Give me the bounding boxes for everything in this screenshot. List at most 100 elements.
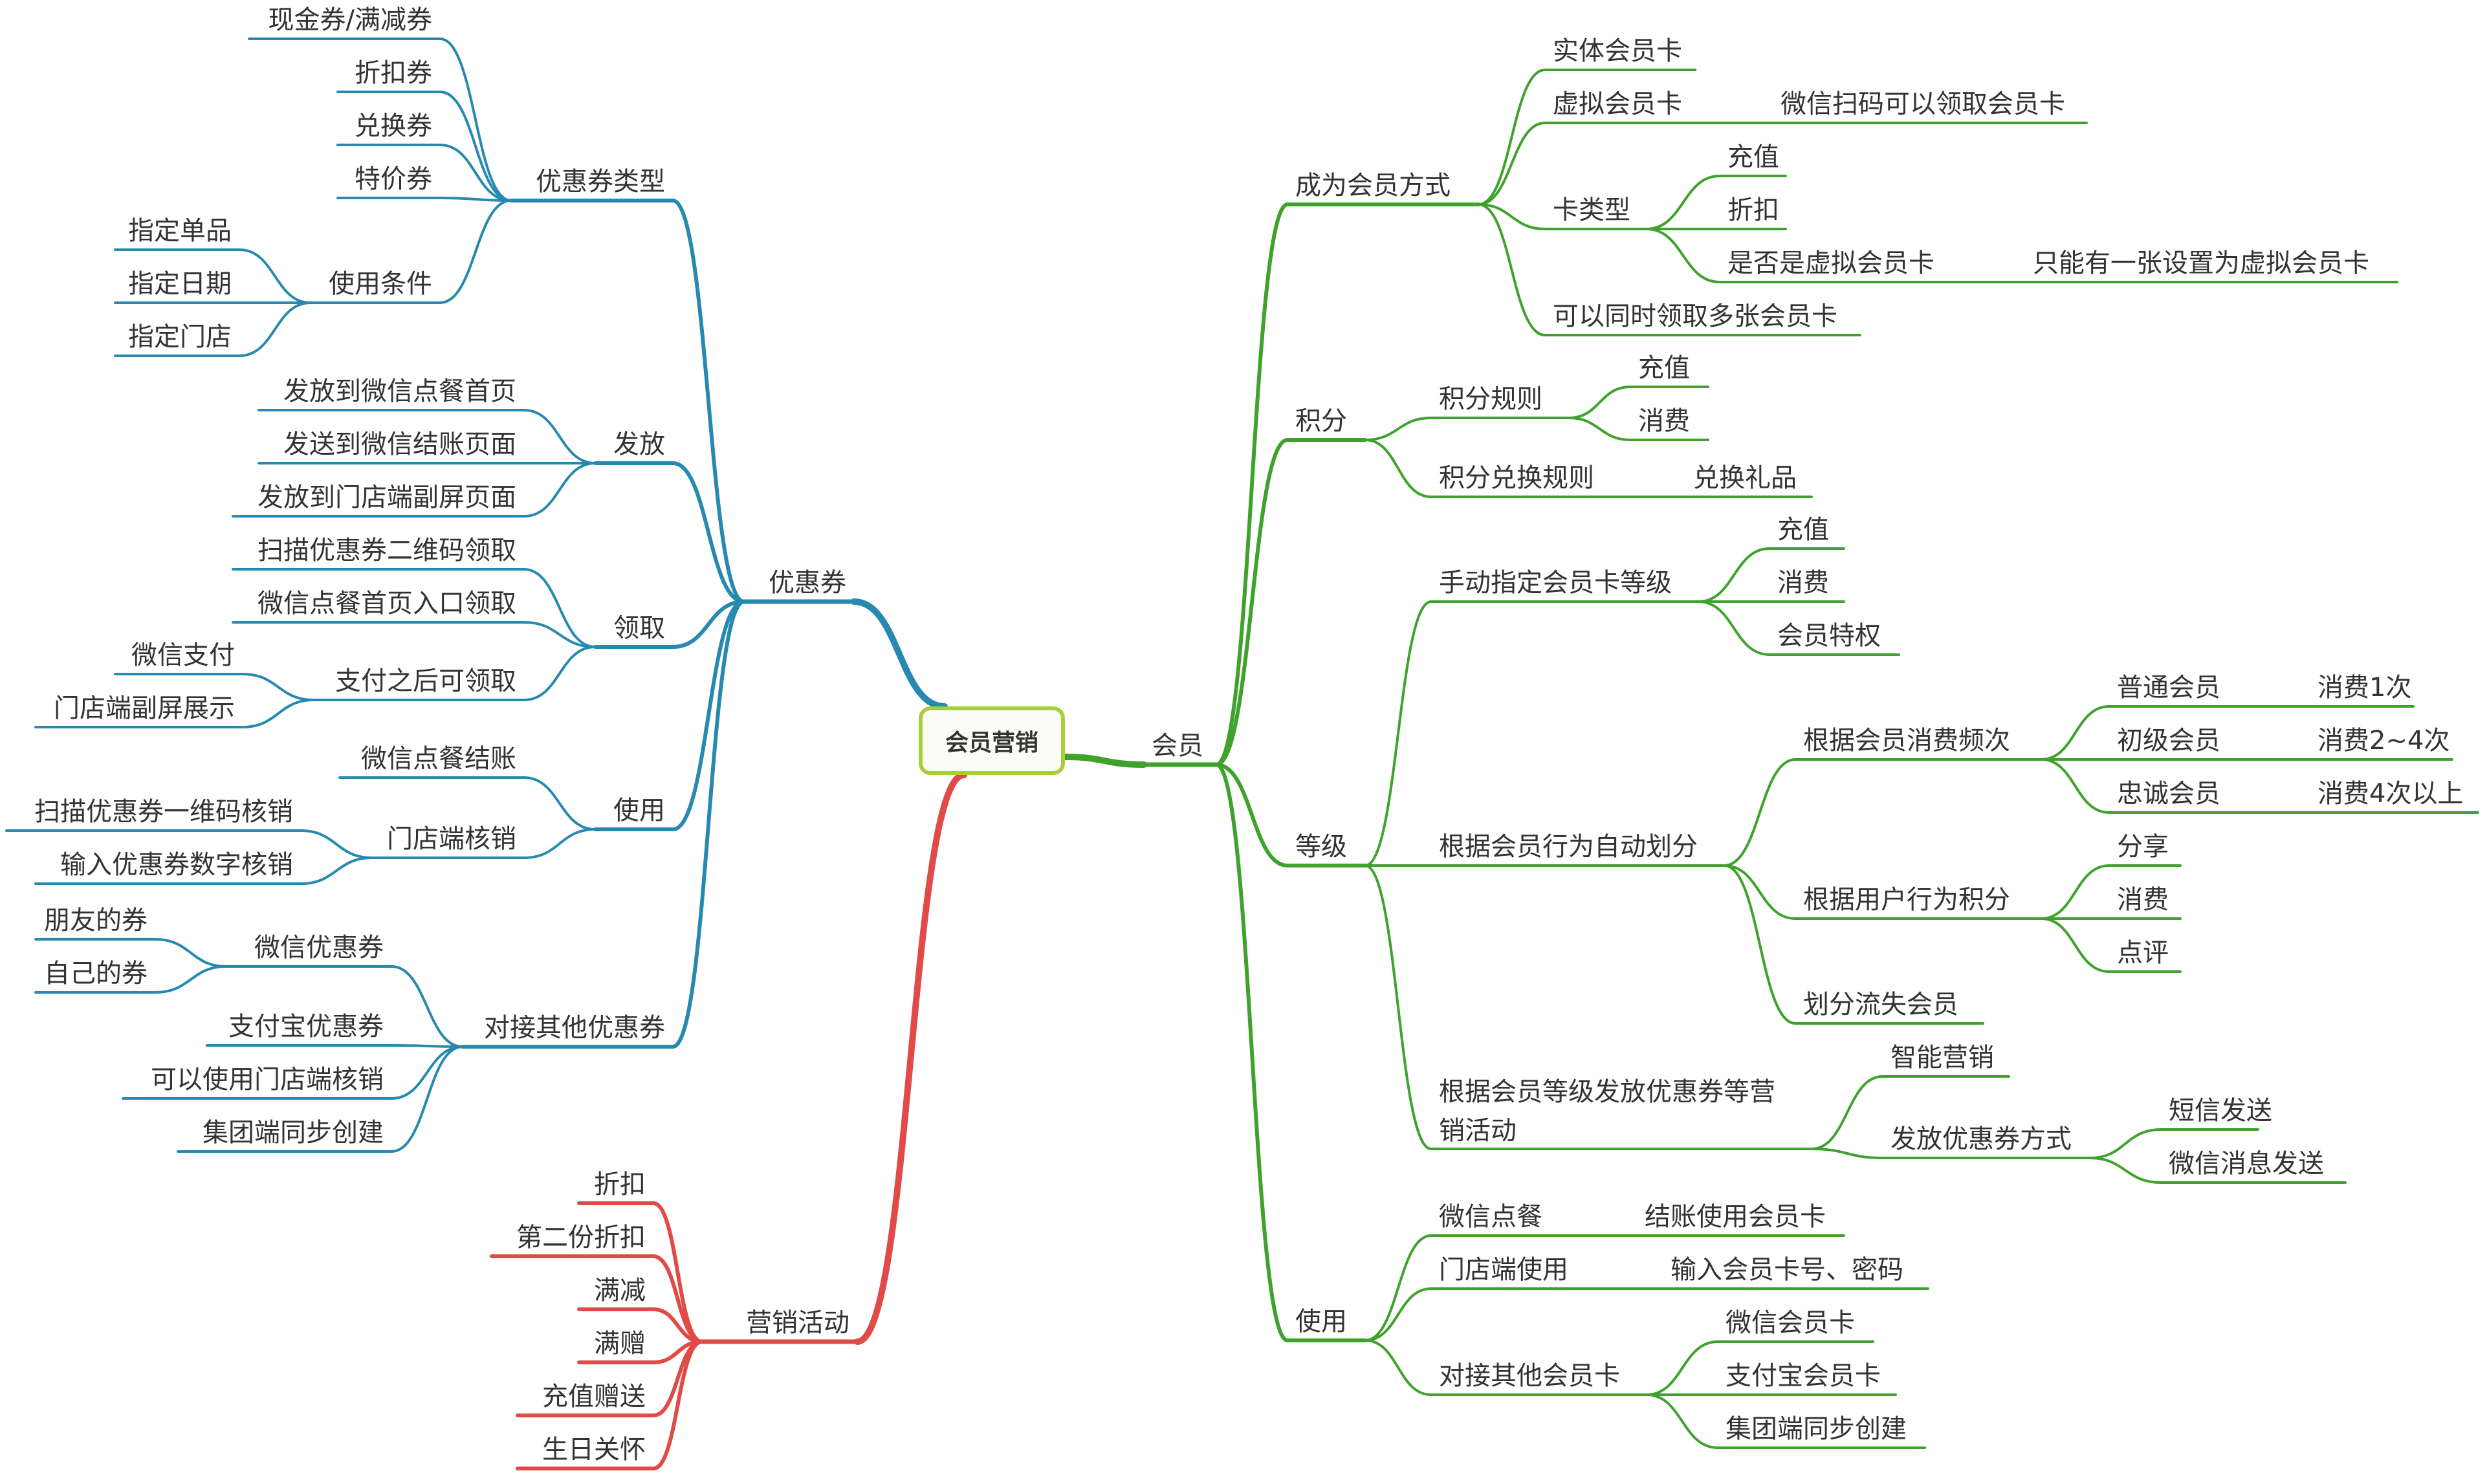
node-points-rules[interactable]: 积分规则 [1439, 384, 1542, 414]
node-group-sync-card[interactable]: 集团端同步创建 [1726, 1414, 1907, 1444]
node-multi-card[interactable]: 可以同时领取多张会员卡 [1553, 301, 1837, 331]
node-claim-after-pay[interactable]: 支付之后可领取 [335, 666, 516, 696]
node-frequency[interactable]: 根据会员消费频次 [1803, 726, 2010, 756]
node-claim[interactable]: 领取 [613, 613, 665, 643]
node-behavior-consume[interactable]: 消费 [2117, 885, 2169, 915]
node-behavior-review[interactable]: 点评 [2117, 938, 2169, 968]
node-use-store-detail[interactable]: 输入会员卡号、密码 [1671, 1255, 1903, 1285]
node-member-junior-rule[interactable]: 消费2~4次 [2317, 726, 2450, 756]
node-manual-privilege[interactable]: 会员特权 [1777, 621, 1881, 651]
node-member-junior[interactable]: 初级会员 [2117, 726, 2220, 756]
node-member-normal-rule[interactable]: 消费1次 [2317, 673, 2412, 703]
node-level-manual[interactable]: 手动指定会员卡等级 [1439, 568, 1672, 598]
node-manual-privilege-link [1697, 600, 1771, 656]
node-points-consume[interactable]: 消费 [1638, 406, 1690, 436]
node-coupon[interactable]: 优惠券 [769, 568, 846, 598]
node-member-loyal-rule[interactable]: 消费4次以上 [2317, 779, 2464, 809]
node-card-type-recharge[interactable]: 充值 [1727, 142, 1779, 172]
node-behavior-share[interactable]: 分享 [2117, 832, 2169, 862]
node-coupon-use-link [671, 600, 746, 831]
node-cond-item[interactable]: 指定单品 [128, 216, 232, 246]
node-type-special[interactable]: 特价券 [355, 164, 432, 194]
node-card-type[interactable]: 卡类型 [1553, 195, 1630, 225]
node-pay-wechat-link [241, 673, 315, 701]
node-friends-coupon[interactable]: 朋友的券 [44, 906, 148, 935]
node-type-exchange[interactable]: 兑换券 [355, 111, 432, 141]
node-use-store-redeem[interactable]: 门店端核销 [387, 824, 516, 854]
node-member-normal[interactable]: 普通会员 [2117, 673, 2220, 703]
node-type-special-link [439, 197, 512, 202]
node-use-wechat-detail[interactable]: 结账使用会员卡 [1645, 1202, 1826, 1232]
node-smart-marketing[interactable]: 智能营销 [1890, 1043, 1994, 1073]
node-activity-3[interactable]: 满赠 [594, 1329, 646, 1359]
node-points[interactable]: 积分 [1295, 406, 1347, 436]
node-type-discount[interactable]: 折扣券 [355, 58, 432, 88]
node-use-other-card[interactable]: 对接其他会员卡 [1439, 1361, 1620, 1391]
node-campaign-line2[interactable]: 销活动 [1439, 1116, 1517, 1146]
node-wechat-coupon[interactable]: 微信优惠券 [254, 933, 384, 963]
node-virtual-card[interactable]: 虚拟会员卡 [1553, 89, 1682, 119]
node-multi-card-link [1477, 203, 1546, 336]
node-pay-wechat[interactable]: 微信支付 [131, 640, 235, 670]
node-send-method[interactable]: 发放优惠券方式 [1890, 1124, 2072, 1154]
node-wechat-card[interactable]: 微信会员卡 [1726, 1308, 1855, 1338]
node-claim-qrcode[interactable]: 扫描优惠券二维码领取 [257, 536, 516, 565]
node-coupon-types[interactable]: 优惠券类型 [536, 167, 665, 197]
node-other-coupon-link [671, 600, 746, 1049]
node-dist-wechat-checkout[interactable]: 发送到微信结账页面 [283, 430, 516, 459]
node-points-exchange-link [1364, 439, 1432, 498]
node-coupon-use[interactable]: 使用 [613, 796, 665, 825]
node-card-type-discount[interactable]: 折扣 [1727, 195, 1779, 225]
node-virtual-card-detail[interactable]: 微信扫码可以领取会员卡 [1780, 89, 2065, 119]
node-campaign-line1[interactable]: 根据会员等级发放优惠券等营 [1439, 1077, 1775, 1107]
node-type-cash[interactable]: 现金券/满减券 [268, 5, 432, 35]
node-activity[interactable]: 营销活动 [746, 1308, 849, 1338]
node-points-gift[interactable]: 兑换礼品 [1693, 463, 1797, 493]
node-points-exchange[interactable]: 积分兑换规则 [1439, 463, 1594, 493]
node-manual-recharge[interactable]: 充值 [1777, 515, 1829, 545]
node-activity-5[interactable]: 生日关怀 [542, 1435, 646, 1465]
node-alipay-card[interactable]: 支付宝会员卡 [1726, 1361, 1881, 1391]
node-member[interactable]: 会员 [1152, 731, 1203, 761]
root-node[interactable]: 会员营销 [919, 706, 1065, 775]
node-send-wechat[interactable]: 微信消息发送 [2169, 1149, 2324, 1179]
node-member-loyal[interactable]: 忠诚会员 [2117, 779, 2220, 809]
node-use-wechat-checkout[interactable]: 微信点餐结账 [361, 744, 516, 774]
node-is-virtual-detail[interactable]: 只能有一张设置为虚拟会员卡 [2033, 248, 2369, 278]
node-group-sync-coupon[interactable]: 集团端同步创建 [203, 1118, 384, 1148]
node-own-coupon[interactable]: 自己的券 [44, 959, 148, 988]
node-distribute[interactable]: 发放 [613, 430, 665, 459]
node-store-screen-display[interactable]: 门店端副屏展示 [54, 693, 235, 723]
node-become-member[interactable]: 成为会员方式 [1295, 171, 1451, 201]
node-redeem-barcode[interactable]: 扫描优惠券一维码核销 [34, 797, 293, 827]
node-member-loyal-link [2040, 758, 2110, 814]
node-use-store[interactable]: 门店端使用 [1439, 1255, 1568, 1285]
node-manual-consume[interactable]: 消费 [1777, 568, 1829, 598]
node-redeem-number[interactable]: 输入优惠券数字核销 [60, 850, 293, 880]
node-conditions[interactable]: 使用条件 [329, 269, 432, 299]
node-points-recharge[interactable]: 充值 [1638, 353, 1690, 383]
node-store-redeem-ok[interactable]: 可以使用门店端核销 [151, 1065, 384, 1095]
node-use-wechat[interactable]: 微信点餐 [1439, 1202, 1542, 1232]
node-activity-0[interactable]: 折扣 [594, 1170, 646, 1199]
node-cond-date[interactable]: 指定日期 [128, 269, 232, 299]
node-cond-store[interactable]: 指定门店 [128, 322, 232, 352]
node-is-virtual[interactable]: 是否是虚拟会员卡 [1727, 248, 1934, 278]
node-other-coupon[interactable]: 对接其他优惠券 [484, 1013, 665, 1043]
node-physical-card[interactable]: 实体会员卡 [1553, 36, 1682, 66]
node-send-sms[interactable]: 短信发送 [2169, 1096, 2272, 1126]
node-activity-4[interactable]: 充值赠送 [542, 1382, 646, 1412]
node-churn[interactable]: 划分流失会员 [1803, 990, 1958, 1020]
node-member-use[interactable]: 使用 [1295, 1307, 1347, 1337]
node-claim-wechat-entry[interactable]: 微信点餐首页入口领取 [257, 589, 516, 618]
node-campaign-link [1364, 864, 1432, 1150]
node-dist-wechat-home[interactable]: 发放到微信点餐首页 [283, 376, 516, 406]
node-activity-2[interactable]: 满减 [594, 1276, 646, 1305]
node-level[interactable]: 等级 [1295, 832, 1347, 862]
node-activity-1[interactable]: 第二份折扣 [516, 1223, 646, 1252]
node-level-auto[interactable]: 根据会员行为自动划分 [1439, 832, 1698, 862]
node-dist-store-screen[interactable]: 发放到门店端副屏页面 [257, 483, 516, 512]
node-behavior-points[interactable]: 根据用户行为积分 [1803, 885, 2010, 915]
node-redeem-barcode-link [300, 829, 373, 859]
node-alipay-coupon[interactable]: 支付宝优惠券 [228, 1012, 384, 1042]
